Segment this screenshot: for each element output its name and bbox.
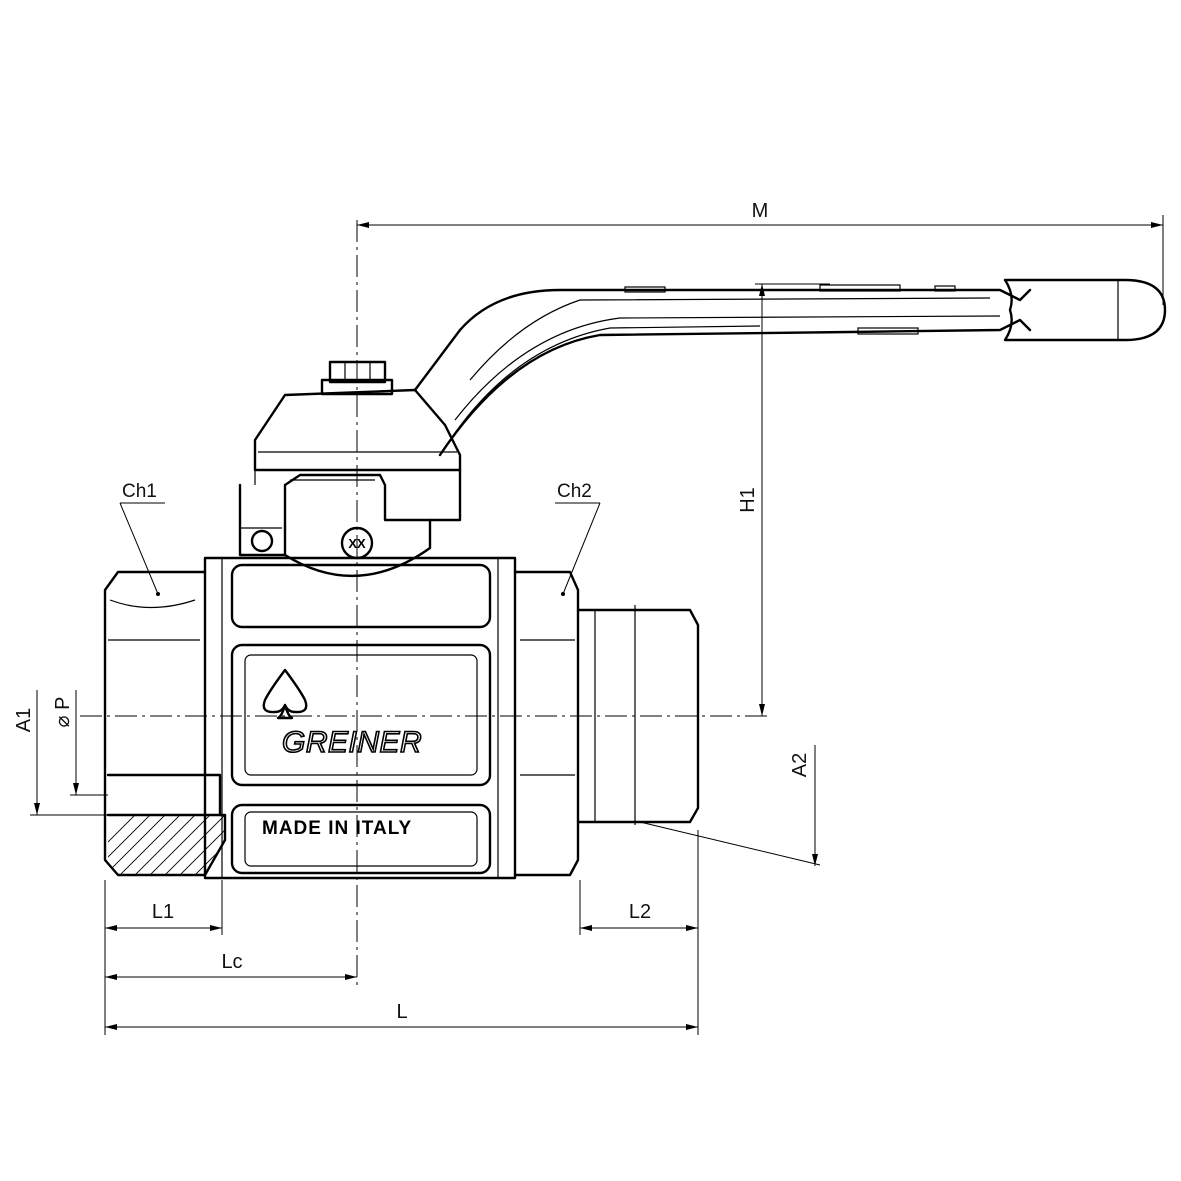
spade-logo-icon (262, 668, 308, 720)
ch1-label: Ch1 (122, 481, 157, 502)
dim-a2-label: A2 (789, 753, 811, 777)
centerlines (80, 220, 770, 985)
valve-body: GREINER MADE IN ITALY (103, 556, 700, 880)
dim-m-label: M (752, 200, 769, 222)
lever-slot (819, 284, 901, 292)
marking-text: XX (348, 536, 366, 551)
dim-lc-label: Lc (221, 951, 242, 973)
right-hex-end (513, 570, 580, 877)
origin-panel (230, 803, 492, 875)
brand-panel (230, 643, 492, 787)
dim-l2-label: L2 (629, 901, 651, 923)
lever-handle (413, 278, 1167, 457)
stem-nut (328, 360, 387, 384)
lever-hub: XX (238, 360, 462, 578)
origin-text: MADE IN ITALY (262, 818, 412, 839)
lever-slot (857, 327, 919, 335)
dimensions: M H1 Ch1 Ch2 A1 ⌀ P A2 (13, 200, 1164, 1035)
brand-text: GREINER (282, 726, 422, 759)
upper-panel (230, 563, 492, 629)
dim-l1-label: L1 (152, 901, 174, 923)
dim-h1-label: H1 (737, 487, 759, 513)
dim-p-label: ⌀ P (52, 697, 74, 728)
dim-l-label: L (396, 1001, 407, 1023)
ch2-label: Ch2 (557, 481, 592, 502)
male-thread-end (576, 608, 700, 824)
lever-slot (934, 285, 956, 292)
left-hex-end (103, 570, 207, 877)
dim-a1-label: A1 (13, 708, 35, 732)
lever-slot (624, 286, 666, 293)
stop-pin (250, 529, 274, 553)
handle-grip (1003, 278, 1167, 342)
